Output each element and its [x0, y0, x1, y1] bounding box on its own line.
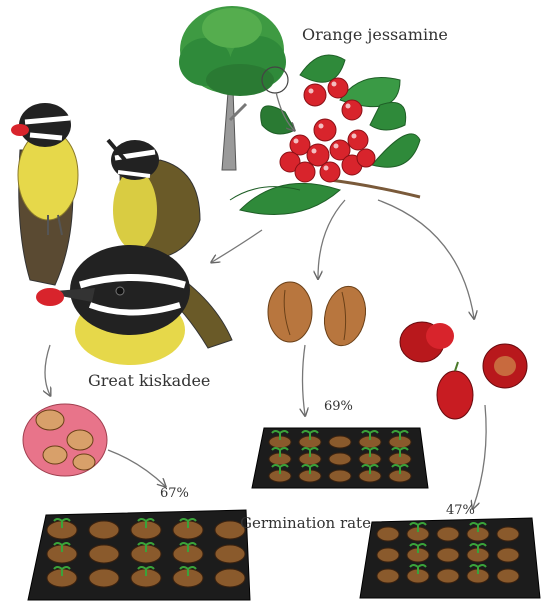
soil-cell — [437, 527, 459, 541]
soil-cell — [437, 569, 459, 583]
soil-cell — [377, 569, 399, 583]
soil-cell — [329, 453, 351, 465]
bird-label: Great kiskadee — [88, 371, 210, 390]
germination-rate-label: Germination rate — [240, 514, 371, 532]
plant-label: Orange jessamine — [302, 25, 448, 44]
soil-cell — [215, 569, 245, 587]
soil-cell — [89, 545, 119, 563]
germination-rate-whole-fruit: 47% — [446, 503, 475, 518]
germination-rate-bird-dispersed: 67% — [160, 486, 189, 501]
whole-fruit-illustration — [400, 322, 527, 419]
soil-cell — [89, 569, 119, 587]
soil-cell — [377, 548, 399, 562]
soil-cell — [437, 548, 459, 562]
soil-cell — [215, 545, 245, 563]
soil-cell — [497, 527, 519, 541]
germination-rate-clean-seed: 69% — [324, 399, 353, 414]
clean-seeds-illustration — [268, 282, 371, 350]
soil-cell — [497, 569, 519, 583]
great-kiskadee-illustration — [11, 103, 232, 365]
tray-bird-dispersed — [28, 510, 250, 600]
soil-cell — [377, 527, 399, 541]
soil-cell — [329, 436, 351, 448]
soil-cell — [89, 521, 119, 539]
tray-whole-fruit — [360, 518, 540, 598]
tree-illustration — [179, 6, 288, 170]
tray-clean-seed — [252, 428, 428, 488]
bird-dropping-seeds-illustration — [23, 404, 107, 476]
soil-cell — [329, 470, 351, 482]
soil-cell — [497, 548, 519, 562]
